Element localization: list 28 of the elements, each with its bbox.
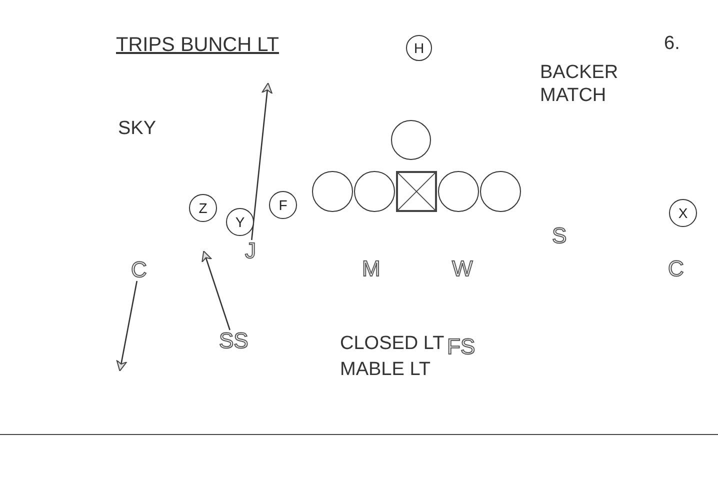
defender-letter: M: [362, 258, 380, 280]
defender-letter: C: [131, 259, 147, 281]
player-circle: [391, 120, 431, 160]
defender-letter: C: [668, 258, 684, 280]
player-circle: [354, 171, 395, 212]
diagram-title: TRIPS BUNCH LT: [116, 33, 279, 57]
player-circle: [312, 171, 353, 212]
coverage-note: BACKER MATCH: [540, 62, 620, 108]
player-circle: F: [269, 191, 297, 219]
player-circle: H: [406, 35, 432, 61]
player-circle: X: [669, 199, 697, 227]
route-arrow: [202, 250, 230, 330]
page-number: 6.: [664, 33, 680, 56]
defender-letter: SS: [219, 330, 248, 352]
player-circle: [438, 171, 479, 212]
player-circle: Z: [189, 194, 217, 222]
route-arrow: [116, 280, 138, 372]
defender-letter: J: [245, 240, 256, 262]
defender-letter: S: [552, 225, 567, 247]
route-arrow: [251, 82, 273, 240]
defender-letter: FS: [447, 336, 476, 358]
coverage-note: SKY: [118, 118, 156, 141]
call-name: MABLE LT: [340, 359, 430, 382]
player-circle: Y: [226, 208, 254, 236]
call-name: CLOSED LT: [340, 333, 444, 356]
center-box: [396, 171, 437, 212]
defender-letter: W: [452, 258, 473, 280]
player-circle: [480, 171, 521, 212]
